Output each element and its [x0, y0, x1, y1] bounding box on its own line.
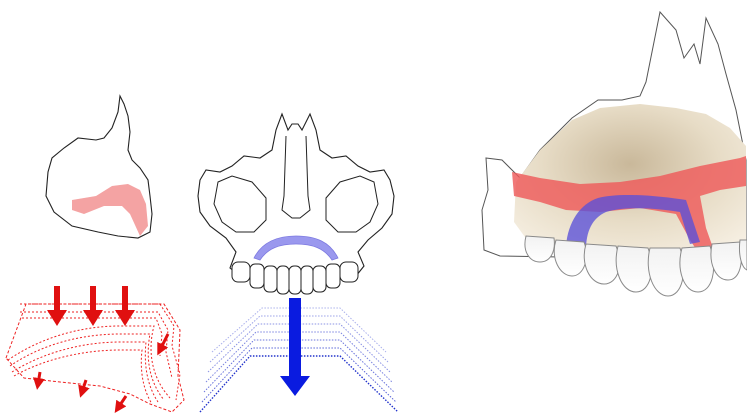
red-down-arrow — [83, 286, 103, 326]
red-side-arrow — [38, 372, 40, 384]
frontal-tooth — [277, 266, 289, 294]
maxilla-tooth — [616, 246, 651, 292]
maxilla-tooth — [525, 236, 554, 262]
maxilla-tooth — [648, 248, 683, 296]
red-side-arrow — [82, 380, 86, 392]
frontal-view-panel — [198, 114, 394, 294]
red-layer — [8, 326, 170, 398]
frontal-tooth — [289, 266, 301, 294]
frontal-tooth — [340, 262, 358, 282]
red-force-diagram — [6, 286, 184, 412]
frontal-nasal-septum — [282, 136, 310, 218]
maxilla-tooth — [680, 246, 714, 292]
frontal-tooth — [326, 264, 340, 288]
maxilla-tooth — [584, 244, 619, 284]
lateral-view-panel — [46, 96, 152, 238]
red-layer — [12, 342, 158, 402]
frontal-orbit-left — [214, 176, 266, 232]
red-down-arrows — [47, 286, 135, 326]
red-down-arrow — [47, 286, 67, 326]
frontal-palatal-arch — [254, 236, 338, 260]
red-layer — [14, 350, 152, 404]
frontal-tooth — [301, 266, 313, 294]
frontal-tooth — [250, 264, 264, 288]
blue-down-arrow — [280, 298, 310, 396]
frontal-orbit-right — [326, 176, 378, 232]
frontal-tooth — [313, 266, 326, 292]
blue-force-diagram — [200, 298, 398, 412]
frontal-tooth — [232, 262, 250, 282]
red-down-arrow — [115, 286, 135, 326]
maxilla-tooth — [711, 242, 742, 280]
maxilla-3d-panel — [482, 12, 747, 296]
frontal-tooth — [264, 266, 277, 292]
frontal-skull-outline — [198, 114, 394, 276]
frontal-teeth-row — [232, 262, 358, 294]
red-side-arrow — [118, 396, 126, 408]
maxilla-tooth — [554, 240, 586, 276]
